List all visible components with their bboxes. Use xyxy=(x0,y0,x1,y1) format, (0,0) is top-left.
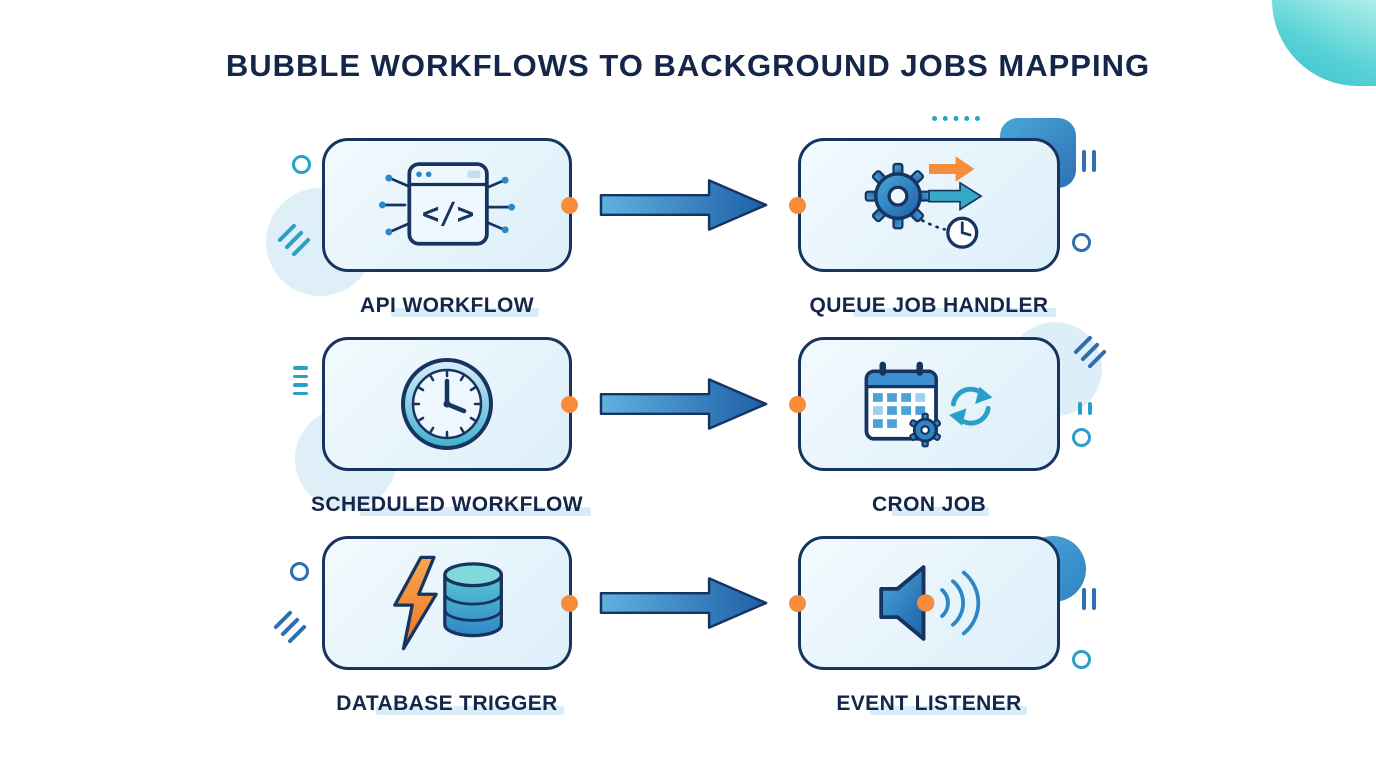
decor-dashes xyxy=(1082,588,1096,610)
decor-ring xyxy=(292,155,311,174)
connector-dot xyxy=(789,196,806,214)
node-label: EVENT LISTENER xyxy=(836,692,1028,715)
arrow-scheduled-to-cron xyxy=(572,337,798,471)
speaker-waves-icon xyxy=(879,565,981,641)
mapping-row-api: </> API WORKFLOW xyxy=(322,138,1062,318)
queue-gear-arrows-clock-icon xyxy=(864,156,983,249)
node-label: DATABASE TRIGGER xyxy=(336,692,565,715)
box-cron-job xyxy=(789,337,1060,471)
node-event-listener: EVENT LISTENER xyxy=(789,536,1060,716)
lightning-database-icon xyxy=(393,555,503,651)
api-window-icon: </> xyxy=(378,162,516,246)
page-title: BUBBLE WORKFLOWS TO BACKGROUND JOBS MAPP… xyxy=(225,48,1151,83)
decor-ring xyxy=(1072,233,1091,252)
decor-dashes xyxy=(1078,402,1092,415)
arrow-right-icon xyxy=(599,378,768,430)
decor-dashes xyxy=(1082,150,1096,172)
decor-ring xyxy=(290,562,309,581)
calendar-gear-sync-icon xyxy=(864,361,993,448)
connector-dot xyxy=(561,196,578,214)
node-queue-job-handler: QUEUE JOB HANDLER xyxy=(789,138,1060,318)
mapping-row-database: DATABASE TRIGGER xyxy=(322,536,1062,716)
arrow-database-to-event xyxy=(572,536,798,670)
node-scheduled-workflow: SCHEDULED WORKFLOW xyxy=(311,337,592,517)
mapping-row-scheduled: SCHEDULED WORKFLOW xyxy=(311,337,1062,517)
decor-ring xyxy=(1072,428,1091,447)
box-api-workflow: </> xyxy=(322,138,578,272)
arrow-right-icon xyxy=(599,577,768,629)
node-label: QUEUE JOB HANDLER xyxy=(809,294,1056,317)
arrow-api-to-queue xyxy=(572,138,798,272)
connector-dot xyxy=(789,594,806,612)
decor-dashes xyxy=(293,366,308,395)
connector-dot xyxy=(561,395,578,413)
box-event-listener xyxy=(789,536,1060,670)
connector-dot xyxy=(789,395,806,413)
svg-text:</>: </> xyxy=(422,196,474,230)
node-label: SCHEDULED WORKFLOW xyxy=(310,493,592,516)
clock-icon xyxy=(401,358,493,450)
node-cron-job: CRON JOB xyxy=(789,337,1060,517)
box-queue-job-handler xyxy=(789,138,1060,272)
box-database-trigger xyxy=(322,536,578,670)
box-scheduled-workflow xyxy=(322,337,578,471)
arrow-right-icon xyxy=(599,179,768,231)
node-api-workflow: </> API WORKFLOW xyxy=(322,138,578,318)
connector-dot xyxy=(561,594,578,612)
decor-dashes xyxy=(273,610,307,644)
decor-ring xyxy=(1072,650,1091,669)
mapping-rows: </> API WORKFLOW xyxy=(311,138,1062,716)
node-label: API WORKFLOW xyxy=(360,294,540,317)
node-label: CRON JOB xyxy=(871,493,990,516)
decor-dotted-line xyxy=(932,116,980,121)
node-database-trigger: DATABASE TRIGGER xyxy=(322,536,578,716)
